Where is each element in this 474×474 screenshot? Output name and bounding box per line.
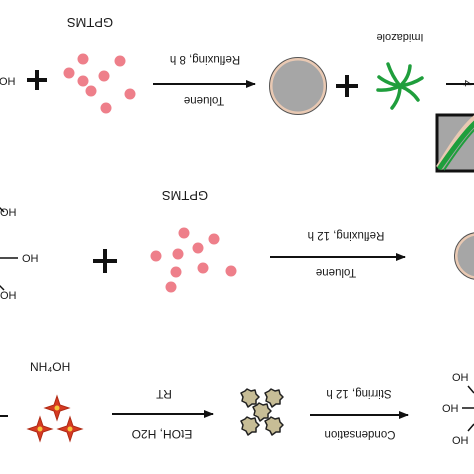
silica-nanoparticle-cluster bbox=[240, 388, 284, 436]
row3-oh-bottom: OH bbox=[452, 435, 469, 447]
row3-nh4oh-label: NH₄OH bbox=[30, 360, 70, 374]
plus-sign bbox=[93, 249, 117, 273]
plus-sign bbox=[336, 75, 358, 97]
row3-oh-top: OH bbox=[452, 372, 469, 384]
row1-imidazole-label: Imidazole bbox=[376, 31, 423, 43]
imidazole-molecule bbox=[376, 62, 424, 110]
row2-silica-particle bbox=[454, 232, 474, 280]
row3-arrow2-bottom-label: Condensation bbox=[325, 428, 396, 440]
row1-arrow-bottom-label: Toluene bbox=[184, 94, 224, 106]
row2-arrow-bottom-label: Toluene bbox=[316, 266, 356, 278]
row-1: OH GPTMS Refluxing, 8 h Toluene Imidazol… bbox=[0, 15, 474, 173]
row2-oh-top: OH bbox=[0, 207, 17, 219]
row3-oh-mid: OH bbox=[442, 403, 459, 415]
bond-line bbox=[467, 385, 474, 394]
bond-line bbox=[0, 206, 5, 213]
row1-silica-particle bbox=[269, 57, 327, 115]
row3-arrow1-bottom-label: EtOH, H2O bbox=[132, 427, 193, 441]
ammonia-catalyst-stars bbox=[26, 394, 84, 443]
row1-oh-partial: OH bbox=[0, 76, 16, 88]
row2-arrow-top-label: Refluxing, 12 h bbox=[308, 229, 385, 241]
plus-sign bbox=[27, 70, 47, 90]
row-2: OH OH OH GPTMS Refluxing, 12 h Toluene bbox=[0, 188, 474, 302]
bond-line bbox=[467, 423, 474, 432]
row2-oh-mid: OH bbox=[22, 253, 39, 265]
gptms-dots bbox=[63, 53, 136, 114]
row3-arrow1-top-label: RT bbox=[155, 387, 171, 401]
row2-gptms-label: GPTMS bbox=[162, 188, 209, 203]
row1-gptms-label: GPTMS bbox=[67, 15, 114, 30]
bond-line bbox=[0, 284, 5, 291]
row-3: NH₄OH RT EtOH, H2O Stirring, 12 h Conden… bbox=[0, 360, 474, 447]
gptms-dots bbox=[150, 227, 237, 293]
row2-oh-bottom: OH bbox=[0, 290, 17, 302]
row1-zoom-inset bbox=[435, 113, 474, 173]
row1-arrow-top-label: Refluxing, 8 h bbox=[170, 53, 240, 65]
row3-arrow2-top-label: Stirring, 12 h bbox=[326, 387, 391, 399]
